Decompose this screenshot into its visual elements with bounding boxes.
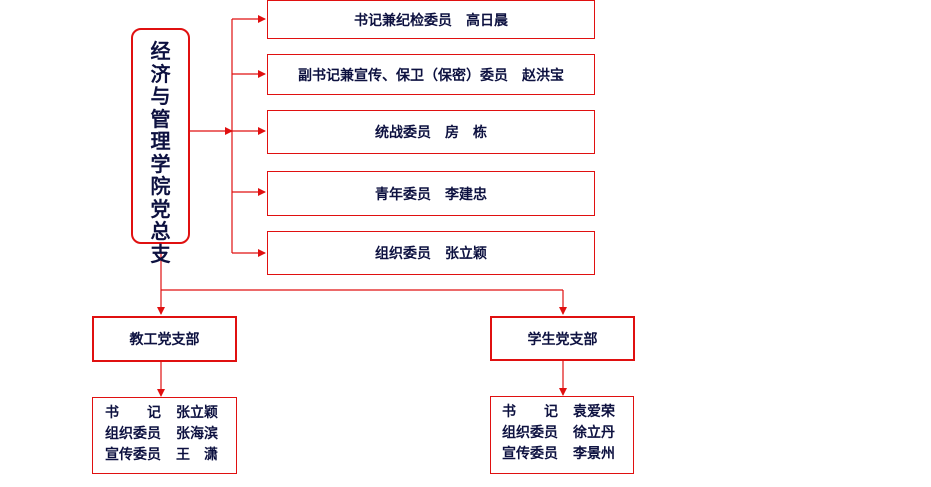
- committee-box-5: 组织委员 张立颖: [267, 231, 595, 275]
- member-row: 组织委员 张海滨: [105, 424, 228, 445]
- committee-role: 青年委员: [375, 186, 431, 203]
- member-row: 书 记 张立颖: [105, 403, 228, 424]
- member-name: 张立颖: [176, 405, 218, 421]
- committee-name: 房 栋: [445, 125, 487, 141]
- faculty-branch-title: 教工党支部: [129, 332, 200, 348]
- committee-role: 统战委员: [375, 125, 431, 141]
- committee-name: 赵洪宝: [522, 67, 564, 84]
- student-members-box: 书 记 袁爱荣 组织委员 徐立丹 宣传委员 李景州: [490, 396, 634, 474]
- student-branch-node: 学生党支部: [490, 316, 635, 361]
- member-row: 组织委员 徐立丹: [502, 423, 625, 444]
- committee-role: 书记兼纪检委员: [354, 12, 452, 29]
- member-role: 组织委员: [105, 426, 161, 442]
- committee-role: 组织委员: [375, 246, 431, 262]
- root-title: 经济与管理学院党总支: [150, 39, 171, 266]
- committee-name: 李建忠: [445, 186, 487, 203]
- member-name: 王 潇: [176, 447, 218, 463]
- committee-role: 副书记兼宣传、保卫（保密）委员: [298, 67, 508, 84]
- member-role: 宣传委员: [105, 447, 161, 463]
- member-row: 书 记 袁爱荣: [502, 402, 625, 423]
- committee-box-1: 书记兼纪检委员 高日晨: [267, 0, 595, 39]
- committee-box-3: 统战委员 房 栋: [267, 110, 595, 154]
- faculty-members-box: 书 记 张立颖 组织委员 张海滨 宣传委员 王 潇: [92, 397, 237, 474]
- committee-box-2: 副书记兼宣传、保卫（保密）委员 赵洪宝: [267, 54, 595, 95]
- member-row: 宣传委员 李景州: [502, 444, 625, 465]
- member-name: 徐立丹: [573, 425, 615, 441]
- member-role: 书 记: [105, 405, 161, 421]
- member-name: 张海滨: [176, 426, 218, 442]
- member-role: 书 记: [502, 404, 558, 420]
- root-node: 经济与管理学院党总支: [131, 28, 190, 265]
- member-role: 组织委员: [502, 425, 558, 441]
- member-name: 李景州: [573, 446, 615, 462]
- committee-name: 高日晨: [466, 12, 508, 29]
- faculty-branch-node: 教工党支部: [92, 316, 237, 362]
- student-branch-title: 学生党支部: [527, 331, 598, 348]
- committee-name: 张立颖: [445, 246, 487, 262]
- committee-box-4: 青年委员 李建忠: [267, 171, 595, 216]
- member-row: 宣传委员 王 潇: [105, 445, 228, 466]
- member-name: 袁爱荣: [573, 404, 615, 420]
- member-role: 宣传委员: [502, 446, 558, 462]
